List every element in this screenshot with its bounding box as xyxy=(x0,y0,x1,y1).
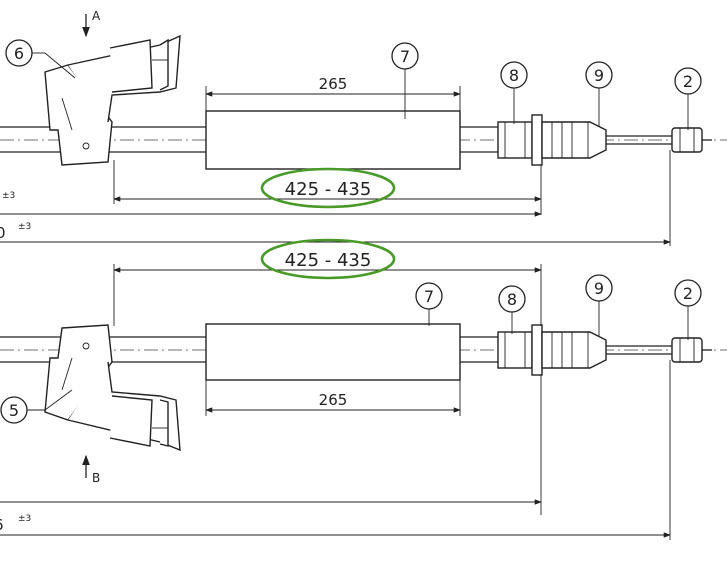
svg-text:±3: ±3 xyxy=(18,222,31,232)
nipple-2-top xyxy=(671,127,712,153)
bracket-6 xyxy=(44,34,181,166)
fitting-8-bottom xyxy=(497,324,543,376)
fitting-8-top xyxy=(497,114,543,166)
svg-text:7: 7 xyxy=(400,47,410,66)
svg-text:2: 2 xyxy=(683,72,693,91)
svg-text:5: 5 xyxy=(9,401,19,420)
svg-text:7: 7 xyxy=(424,287,434,306)
callout-7-bottom: 7 xyxy=(415,282,443,326)
svg-text:±3: ±3 xyxy=(2,191,15,201)
callout-5: 5 xyxy=(0,389,73,424)
callout-7-top: 7 xyxy=(391,42,419,119)
svg-text:6: 6 xyxy=(14,44,24,63)
dim-425-435-bottom: 425 - 435 xyxy=(113,238,542,326)
svg-text:8: 8 xyxy=(507,290,517,309)
callout-8-bottom: 8 xyxy=(498,285,526,334)
dim-partial-top: ±3 0 ±3 xyxy=(0,150,671,246)
callout-9-top: 9 xyxy=(585,61,613,126)
view-arrow-b: B xyxy=(82,454,100,485)
svg-text:265: 265 xyxy=(319,391,348,409)
top-view: A 6 7 8 9 2 xyxy=(0,9,727,246)
callout-2-bottom: 2 xyxy=(674,279,702,340)
svg-text:425 - 435: 425 - 435 xyxy=(285,179,372,200)
svg-text:0: 0 xyxy=(0,224,6,242)
sleeve-7-top xyxy=(205,110,461,170)
dim-265-bottom: 265 xyxy=(205,380,461,416)
svg-text:265: 265 xyxy=(319,75,348,93)
bracket-5 xyxy=(44,324,181,452)
ferrule-9-top xyxy=(541,121,607,159)
callout-6: 6 xyxy=(5,39,76,79)
callout-8-top: 8 xyxy=(500,61,528,124)
bottom-view: B 5 7 8 9 2 xyxy=(0,238,727,540)
svg-text:±3: ±3 xyxy=(18,514,31,524)
ferrule-9-bottom xyxy=(541,331,607,369)
svg-text:8: 8 xyxy=(509,66,519,85)
dim-265-top: 265 xyxy=(205,75,461,111)
view-arrow-a: A xyxy=(82,9,101,38)
dim-425-435-top: 425 - 435 xyxy=(113,160,542,215)
callout-2-top: 2 xyxy=(674,67,702,130)
svg-text:425 - 435: 425 - 435 xyxy=(285,250,372,271)
dim-partial-bottom: 6 ±3 xyxy=(0,360,671,540)
svg-text:9: 9 xyxy=(594,66,604,85)
nipple-2-bottom xyxy=(671,337,712,363)
arrow-label-a: A xyxy=(92,9,101,23)
svg-text:2: 2 xyxy=(683,284,693,303)
callout-9-bottom: 9 xyxy=(585,274,613,336)
arrow-label-b: B xyxy=(92,471,100,485)
svg-text:6: 6 xyxy=(0,516,4,534)
svg-text:9: 9 xyxy=(594,279,604,298)
sleeve-7-bottom xyxy=(205,323,461,381)
